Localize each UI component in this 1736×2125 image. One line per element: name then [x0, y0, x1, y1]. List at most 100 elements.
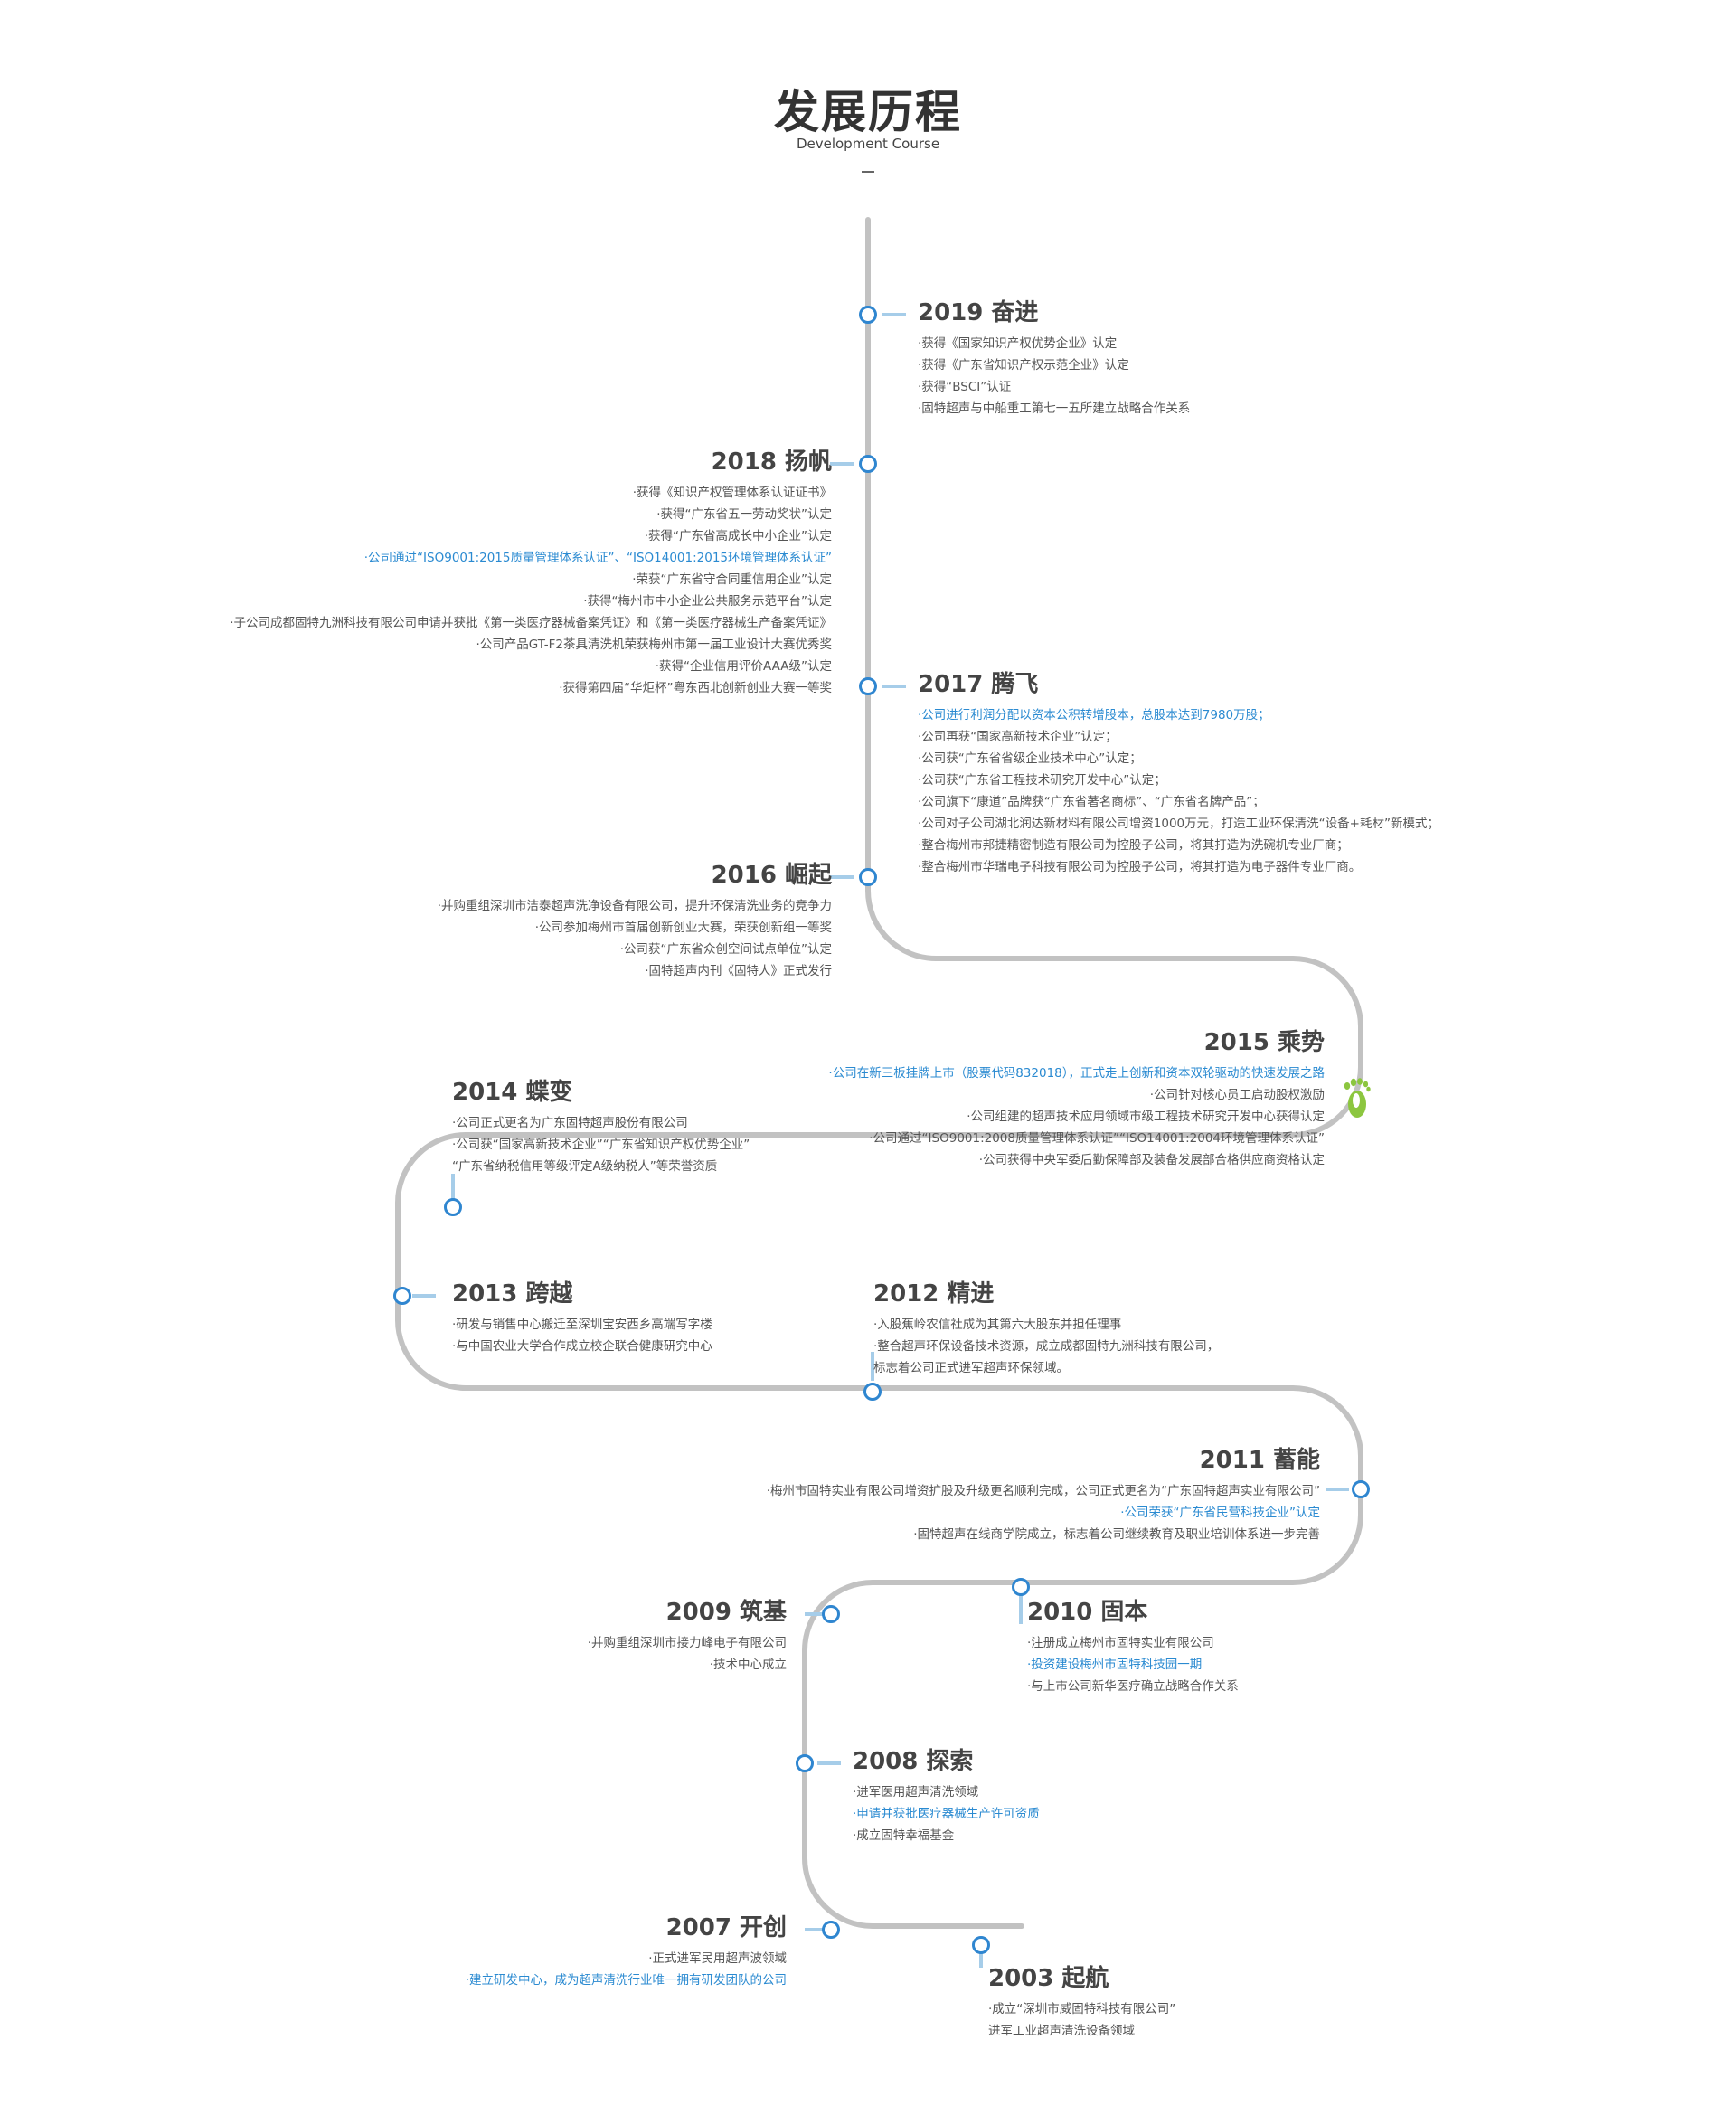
milestone-list: ·公司在新三板挂牌上市（股票代码832018），正式走上创新和资本双轮驱动的快速… — [828, 1062, 1325, 1171]
milestone-item: ·建立研发中心，成为超声清洗行业唯一拥有研发团队的公司 — [465, 1973, 787, 1988]
milestone-item: ·获得《知识产权管理体系认证证书》 — [632, 486, 832, 500]
milestone-list: ·成立“深圳市威固特科技有限公司”进军工业超声清洗设备领域 — [988, 1998, 1175, 2042]
milestone-item: ·整合超声环保设备技术资源，成立成都固特九洲科技有限公司， — [873, 1339, 1220, 1354]
milestone-list: ·获得《国家知识产权优势企业》认定·获得《广东省知识产权示范企业》认定·获得“B… — [918, 333, 1190, 420]
timeline-entry-2010: 2010 固本·注册成立梅州市固特实业有限公司·投资建设梅州市固特科技园一期·与… — [1027, 1598, 1239, 1697]
timeline-entry-2016: 2016 崛起 ·并购重组深圳市洁泰超声洗净设备有限公司，提升环保清洗业务的竞争力… — [438, 861, 832, 982]
milestone-item: ·公司正式更名为广东固特超声股份有限公司 — [452, 1116, 688, 1130]
timeline-entry-2014: 2014 蝶变 ·公司正式更名为广东固特超声股份有限公司 ·公司获“国家高新技术企业… — [452, 1078, 750, 1177]
connector-2013 — [412, 1294, 436, 1298]
timeline-entry-2009: 2009 筑基 ·并购重组深圳市接力峰电子有限公司·技术中心成立 — [588, 1598, 787, 1676]
milestone-item: ·进军医用超声清洗领域 — [853, 1785, 979, 1799]
milestone-item: ·公司在新三板挂牌上市（股票代码832018），正式走上创新和资本双轮驱动的快速… — [828, 1066, 1325, 1081]
timeline-entry-2018: 2018 扬帆 ·获得《知识产权管理体系认证证书》 ·获得“广东省五一劳动奖状”认定… — [230, 448, 832, 699]
timeline-entry-2008: 2008 探索 ·进军医用超声清洗领域·申请并获批医疗器械生产许可资质·成立固特幸… — [853, 1747, 1040, 1846]
milestone-list: ·公司正式更名为广东固特超声股份有限公司 ·公司获“国家高新技术企业”“广东省知识… — [452, 1112, 750, 1177]
milestone-item: ·获得“广东省五一劳动奖状”认定 — [656, 507, 832, 522]
milestone-item: ·公司旗下“康道”品牌获“广东省著名商标”、“广东省名牌产品”； — [918, 795, 1265, 809]
milestone-item: ·成立固特幸福基金 — [853, 1828, 955, 1843]
year-heading: 2016 崛起 — [711, 862, 832, 889]
milestone-list: ·公司进行利润分配以资本公积转增股本，总股本达到7980万股；·公司再获“国家高… — [918, 704, 1439, 878]
timeline-node-2007[interactable] — [822, 1921, 840, 1939]
milestone-list: ·正式进军民用超声波领域 ·建立研发中心，成为超声清洗行业唯一拥有研发团队的公司 — [466, 1948, 787, 1991]
milestone-item: ·公司针对核心员工启动股权激励 — [1149, 1088, 1325, 1102]
milestone-item: “广东省纳税信用等级评定A级纳税人”等荣誉资质 — [452, 1159, 718, 1174]
milestone-item: ·公司通过“ISO9001:2008质量管理体系认证”“ISO14001:200… — [869, 1131, 1325, 1146]
milestone-list: ·并购重组深圳市接力峰电子有限公司·技术中心成立 — [588, 1632, 787, 1676]
connector-2009 — [805, 1612, 828, 1616]
year-heading: 2007 开创 — [665, 1914, 787, 1941]
milestone-item: ·公司获“国家高新技术企业”“广东省知识产权优势企业” — [452, 1138, 750, 1152]
year-heading: 2018 扬帆 — [711, 449, 832, 476]
timeline-node-2010[interactable] — [1012, 1578, 1030, 1596]
connector-2008 — [817, 1761, 841, 1765]
timeline-node-2018[interactable] — [859, 455, 877, 473]
milestone-list: ·入股蕉岭农信社成为其第六大股东并担任理事·整合超声环保设备技术资源，成立成都固… — [873, 1314, 1219, 1379]
milestone-list: ·并购重组深圳市洁泰超声洗净设备有限公司，提升环保清洗业务的竞争力·公司参加梅州… — [438, 895, 832, 982]
milestone-list: ·梅州市固特实业有限公司增资扩股及升级更名顺利完成，公司正式更名为“广东固特超声… — [767, 1480, 1320, 1545]
timeline-entry-2013: 2013 跨越 ·研发与销售中心搬迁至深圳宝安西乡高端写字楼 ·与中国农业大学合作成… — [452, 1280, 712, 1357]
timeline-node-2011[interactable] — [1352, 1480, 1370, 1498]
timeline-entry-2007: 2007 开创 ·正式进军民用超声波领域 ·建立研发中心，成为超声清洗行业唯一拥有研… — [466, 1913, 787, 1991]
milestone-item: ·公司获“广东省众创空间试点单位”认定 — [619, 942, 832, 957]
year-heading: 2003 起航 — [988, 1965, 1109, 1992]
timeline-node-2008[interactable] — [796, 1754, 814, 1772]
year-heading: 2009 筑基 — [665, 1599, 787, 1626]
timeline-node-2003[interactable] — [972, 1936, 990, 1954]
milestone-item: ·获得“企业信用评价AAA级”认定 — [655, 659, 832, 674]
milestone-item: ·固特超声在线商学院成立，标志着公司继续教育及职业培训体系进一步完善 — [913, 1527, 1320, 1542]
timeline-entry-2011: 2011 蓄能·梅州市固特实业有限公司增资扩股及升级更名顺利完成，公司正式更名为… — [767, 1446, 1320, 1545]
milestone-list: ·获得《知识产权管理体系认证证书》·获得“广东省五一劳动奖状”认定·获得“广东省… — [230, 482, 832, 699]
timeline-entry-2017: 2017 腾飞·公司进行利润分配以资本公积转增股本，总股本达到7980万股；·公… — [918, 670, 1439, 878]
milestone-item: ·固特超声内刊《固特人》正式发行 — [645, 964, 832, 978]
footprint-icon — [1344, 1078, 1371, 1118]
timeline-entry-2019: 2019 奋进 ·获得《国家知识产权优势企业》认定 ·获得《广东省知识产权示范企业》… — [918, 298, 1190, 420]
milestone-item: ·公司获得中央军委后勤保障部及装备发展部合格供应商资格认定 — [978, 1153, 1325, 1167]
timeline-node-2017[interactable] — [859, 677, 877, 695]
connector-2019 — [882, 313, 906, 316]
timeline-node-2019[interactable] — [859, 306, 877, 324]
milestone-item: ·公司再获“国家高新技术企业”认定； — [918, 730, 1118, 744]
timeline-node-2012[interactable] — [863, 1383, 882, 1401]
milestone-item: ·荣获“广东省守合同重信用企业”认定 — [632, 572, 832, 587]
milestone-item: ·公司通过“ISO9001:2015质量管理体系认证”、“ISO14001:20… — [363, 551, 832, 565]
milestone-item: ·研发与销售中心搬迁至深圳宝安西乡高端写字楼 — [452, 1318, 712, 1332]
timeline-node-2014[interactable] — [444, 1198, 462, 1216]
milestone-item: ·获得《国家知识产权优势企业》认定 — [918, 336, 1118, 351]
year-heading: 2008 探索 — [853, 1748, 974, 1775]
milestone-item: ·并购重组深圳市洁泰超声洗净设备有限公司，提升环保清洗业务的竞争力 — [437, 899, 832, 913]
milestone-item: ·公司荣获“广东省民营科技企业”认定 — [1120, 1506, 1320, 1520]
year-heading: 2013 跨越 — [452, 1280, 573, 1308]
milestone-list: ·进军医用超声清洗领域·申请并获批医疗器械生产许可资质·成立固特幸福基金 — [853, 1781, 1040, 1846]
connector-2016 — [830, 875, 854, 879]
milestone-item: ·并购重组深圳市接力峰电子有限公司 — [587, 1636, 787, 1650]
timeline-entry-2012: 2012 精进·入股蕉岭农信社成为其第六大股东并担任理事·整合超声环保设备技术资… — [873, 1280, 1219, 1379]
timeline-entry-2015: 2015 乘势 ·公司在新三板挂牌上市（股票代码832018），正式走上创新和资本… — [828, 1028, 1325, 1171]
title-divider — [862, 171, 874, 173]
year-heading: 2014 蝶变 — [452, 1079, 573, 1106]
milestone-item: ·梅州市固特实业有限公司增资扩股及升级更名顺利完成，公司正式更名为“广东固特超声… — [766, 1484, 1320, 1498]
milestone-item: ·与中国农业大学合作成立校企联合健康研究中心 — [452, 1339, 712, 1354]
timeline-node-2009[interactable] — [822, 1605, 840, 1623]
milestone-item: ·获得第四届“华炬杯”粤东西北创新创业大赛一等奖 — [559, 681, 832, 695]
connector-2017 — [882, 685, 906, 688]
milestone-list: ·研发与销售中心搬迁至深圳宝安西乡高端写字楼 ·与中国农业大学合作成立校企联合健康… — [452, 1314, 712, 1357]
timeline-node-2013[interactable] — [393, 1287, 411, 1305]
milestone-item: ·整合梅州市华瑞电子科技有限公司为控股子公司，将其打造为电子器件专业厂商。 — [918, 860, 1362, 874]
timeline-entry-2003: 2003 起航 ·成立“深圳市威固特科技有限公司”进军工业超声清洗设备领域 — [988, 1964, 1175, 2042]
milestone-item: ·固特超声与中船重工第七一五所建立战略合作关系 — [918, 401, 1191, 416]
milestone-item: ·与上市公司新华医疗确立战略合作关系 — [1027, 1679, 1239, 1694]
milestone-item: ·获得《广东省知识产权示范企业》认定 — [918, 358, 1129, 373]
page-subtitle: Development Course — [796, 136, 940, 152]
milestone-item: ·子公司成都固特九洲科技有限公司申请并获批《第一类医疗器械备案凭证》和《第一类医… — [230, 616, 832, 630]
milestone-item: ·公司组建的超声技术应用领域市级工程技术研究开发中心获得认定 — [967, 1110, 1325, 1124]
year-heading: 2015 乘势 — [1203, 1029, 1325, 1056]
milestone-item: ·公司对子公司湖北润达新材料有限公司增资1000万元，打造工业环保清洗“设备+耗… — [918, 817, 1439, 831]
timeline-node-2016[interactable] — [859, 868, 877, 886]
connector-2010 — [1019, 1595, 1023, 1624]
milestone-list: ·注册成立梅州市固特实业有限公司·投资建设梅州市固特科技园一期·与上市公司新华医… — [1027, 1632, 1239, 1697]
year-heading: 2019 奋进 — [918, 299, 1039, 326]
milestone-item: ·正式进军民用超声波领域 — [648, 1951, 787, 1966]
milestone-item: ·公司获“广东省省级企业技术中心”认定； — [918, 751, 1142, 766]
